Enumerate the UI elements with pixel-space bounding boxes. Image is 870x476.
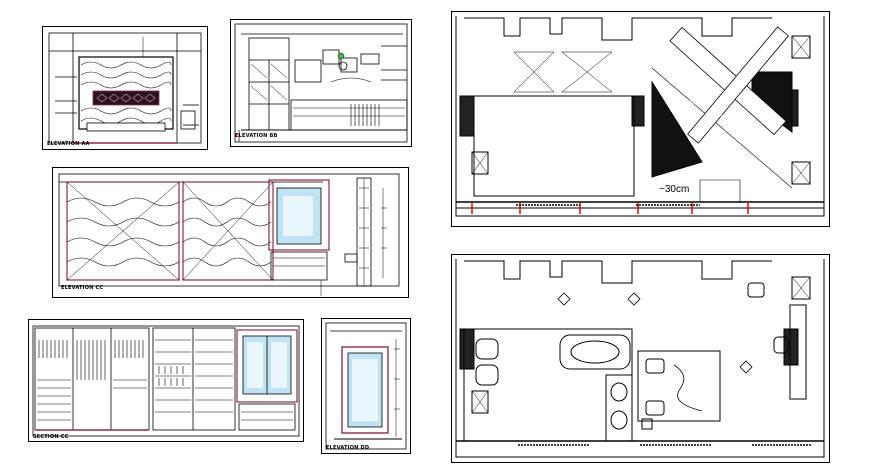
elevation-bb-title: ELEVATION BB [235,133,278,139]
floor-plan-bottom-drawing [455,259,825,458]
elevation-aa-drawing [48,32,202,144]
section-cc-drawing [32,325,300,437]
plan-dimension-label-2: ~60cm [672,98,697,107]
elevation-dd-title: ELEVATION DD [326,445,370,451]
elevation-bb-sheet: ELEVATION BB [230,19,412,147]
plan-dimension-label-3: ~30cm [720,112,745,121]
elevation-cc-sheet: ELEVATION CC [52,167,409,298]
elevation-cc-drawing [58,173,400,296]
section-cc-sheet: SECTION CC [28,319,304,442]
elevation-aa-title: ELEVATION AA [47,141,90,147]
elevation-aa-sheet: ELEVATION AA [42,26,208,150]
elevation-dd-drawing [325,322,407,450]
plan-dimension-label-1: ~30cm [659,184,690,195]
floor-plan-bottom-sheet [451,254,830,463]
elevation-dd-sheet: ELEVATION DD [321,318,411,454]
floor-plan-top-drawing [455,16,825,217]
elevation-bb-drawing [234,23,408,143]
elevation-cc-title: ELEVATION CC [61,285,104,291]
floor-plan-top-sheet: ~30cm ~60cm ~30cm [451,11,830,227]
section-cc-title: SECTION CC [33,434,69,440]
